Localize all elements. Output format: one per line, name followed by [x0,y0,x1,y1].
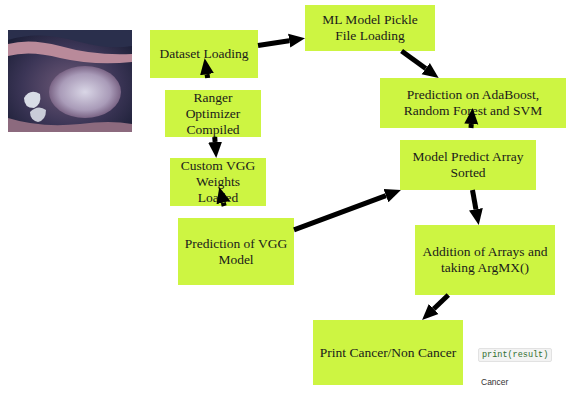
flow-arrow [221,203,227,206]
box-label: Dataset Loading [160,46,249,62]
process-box: Model Predict Array Sorted [400,140,536,190]
box-label: Ranger Optimizer Compiled [171,90,255,138]
box-label: Print Cancer/Non Cancer [320,345,456,361]
code-output: Cancer [481,377,508,387]
tooth [30,107,46,122]
box-label: Prediction of VGG Model [184,236,288,268]
flow-arrow [402,51,426,69]
flow-arrow [212,137,217,142]
flow-arrow [258,41,289,46]
box-label: Model Predict Array Sorted [406,149,530,181]
process-box: Print Cancer/Non Cancer [313,320,463,385]
tooth [24,92,40,108]
lesion [49,66,121,118]
process-box: Prediction on AdaBoost, Random Forest an… [380,78,566,128]
photo-background [8,30,132,132]
process-box: Custom VGG Weights Loaded [170,158,266,206]
box-label: Custom VGG Weights Loaded [176,158,260,206]
process-box: Addition of Arrays and taking ArgMX() [415,225,555,295]
flow-arrow [434,295,449,309]
code-snippet: print(result) [478,348,552,362]
box-label: Addition of Arrays and taking ArgMX() [421,244,549,276]
flow-arrow [472,190,475,209]
process-box: Dataset Loading [150,30,258,78]
process-box: Ranger Optimizer Compiled [165,90,261,137]
box-label: ML Model Pickle File Loading [311,12,429,44]
lower-lip [8,118,132,132]
process-box: ML Model Pickle File Loading [305,5,435,51]
flow-arrow [205,74,211,78]
gum [8,41,132,63]
box-label: Prediction on AdaBoost, Random Forest an… [386,87,560,119]
flow-arrow [468,124,473,128]
flow-arrow [294,196,386,230]
process-box: Prediction of VGG Model [178,218,294,285]
